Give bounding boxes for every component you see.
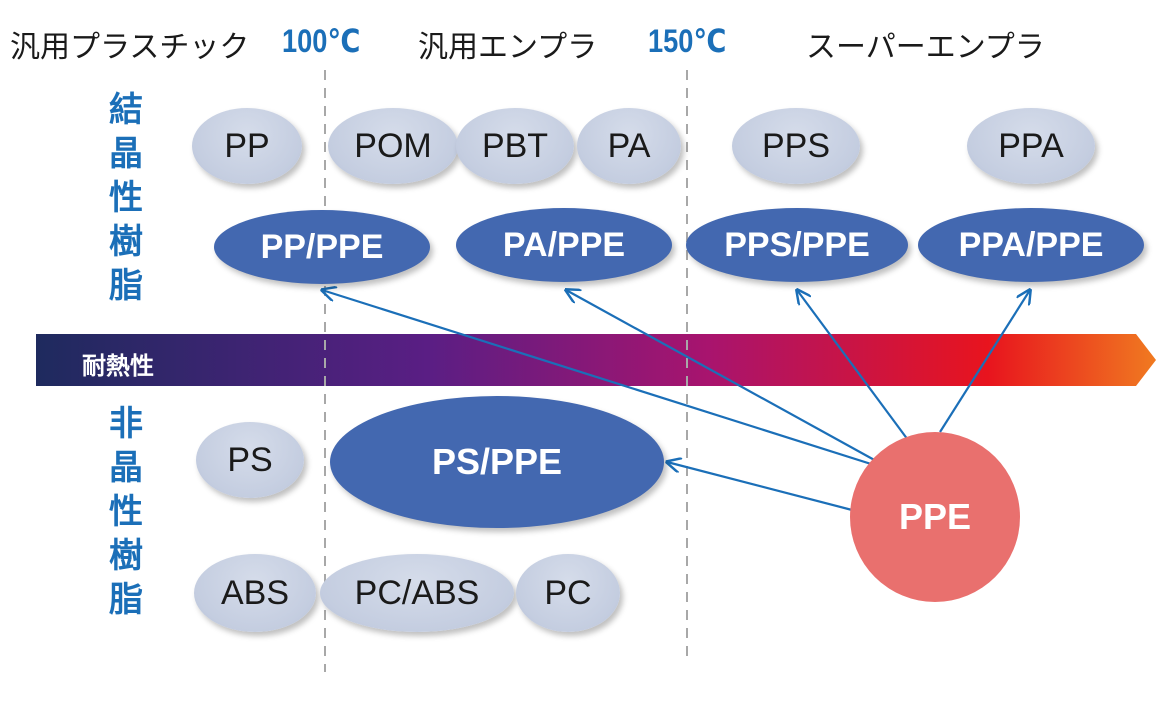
resin-abs: ABS bbox=[194, 554, 316, 632]
resin-ppa: PPA bbox=[967, 108, 1095, 184]
alloy-pa-ppe: PA/PPE bbox=[456, 208, 672, 282]
alloy-ppa-ppe: PPA/PPE bbox=[918, 208, 1144, 282]
alloy-pps-ppe: PPS/PPE bbox=[686, 208, 908, 282]
arrow-to-pps-ppe bbox=[797, 290, 909, 441]
resin-pa: PA bbox=[577, 108, 681, 184]
resin-pom: POM bbox=[328, 108, 458, 184]
amorphous-resin-label: 非 晶 性 樹 脂 bbox=[109, 404, 143, 620]
resin-pbt: PBT bbox=[456, 108, 574, 184]
arrow-to-pa-ppe bbox=[566, 290, 879, 463]
resin-pps: PPS bbox=[732, 108, 860, 184]
resin-ps: PS bbox=[196, 422, 304, 498]
arrow-to-pp-ppe bbox=[322, 290, 891, 472]
category-general-plastic: 汎用プラスチック bbox=[10, 30, 250, 65]
resin-pp: PP bbox=[192, 108, 302, 184]
resin-pc: PC bbox=[516, 554, 620, 632]
arrow-to-ppa-ppe bbox=[939, 290, 1030, 433]
arrow-to-ps-ppe bbox=[667, 462, 853, 512]
resin-ppe: PPE bbox=[850, 432, 1020, 602]
crystalline-resin-label: 結 晶 性 樹 脂 bbox=[109, 90, 143, 306]
category-super-engineering: スーパーエンプラ bbox=[806, 30, 1045, 65]
category-general-engineering: 汎用エンプラ bbox=[418, 30, 598, 65]
temperature-150c: 150℃ bbox=[648, 23, 727, 59]
heat-resistance-label: 耐熱性 bbox=[82, 352, 154, 380]
alloy-pp-ppe: PP/PPE bbox=[214, 210, 430, 284]
alloy-ps-ppe: PS/PPE bbox=[330, 396, 664, 528]
temperature-100c: 100℃ bbox=[282, 23, 361, 59]
heat-resistance-band bbox=[36, 334, 1156, 386]
resin-pc-abs: PC/ABS bbox=[320, 554, 514, 632]
